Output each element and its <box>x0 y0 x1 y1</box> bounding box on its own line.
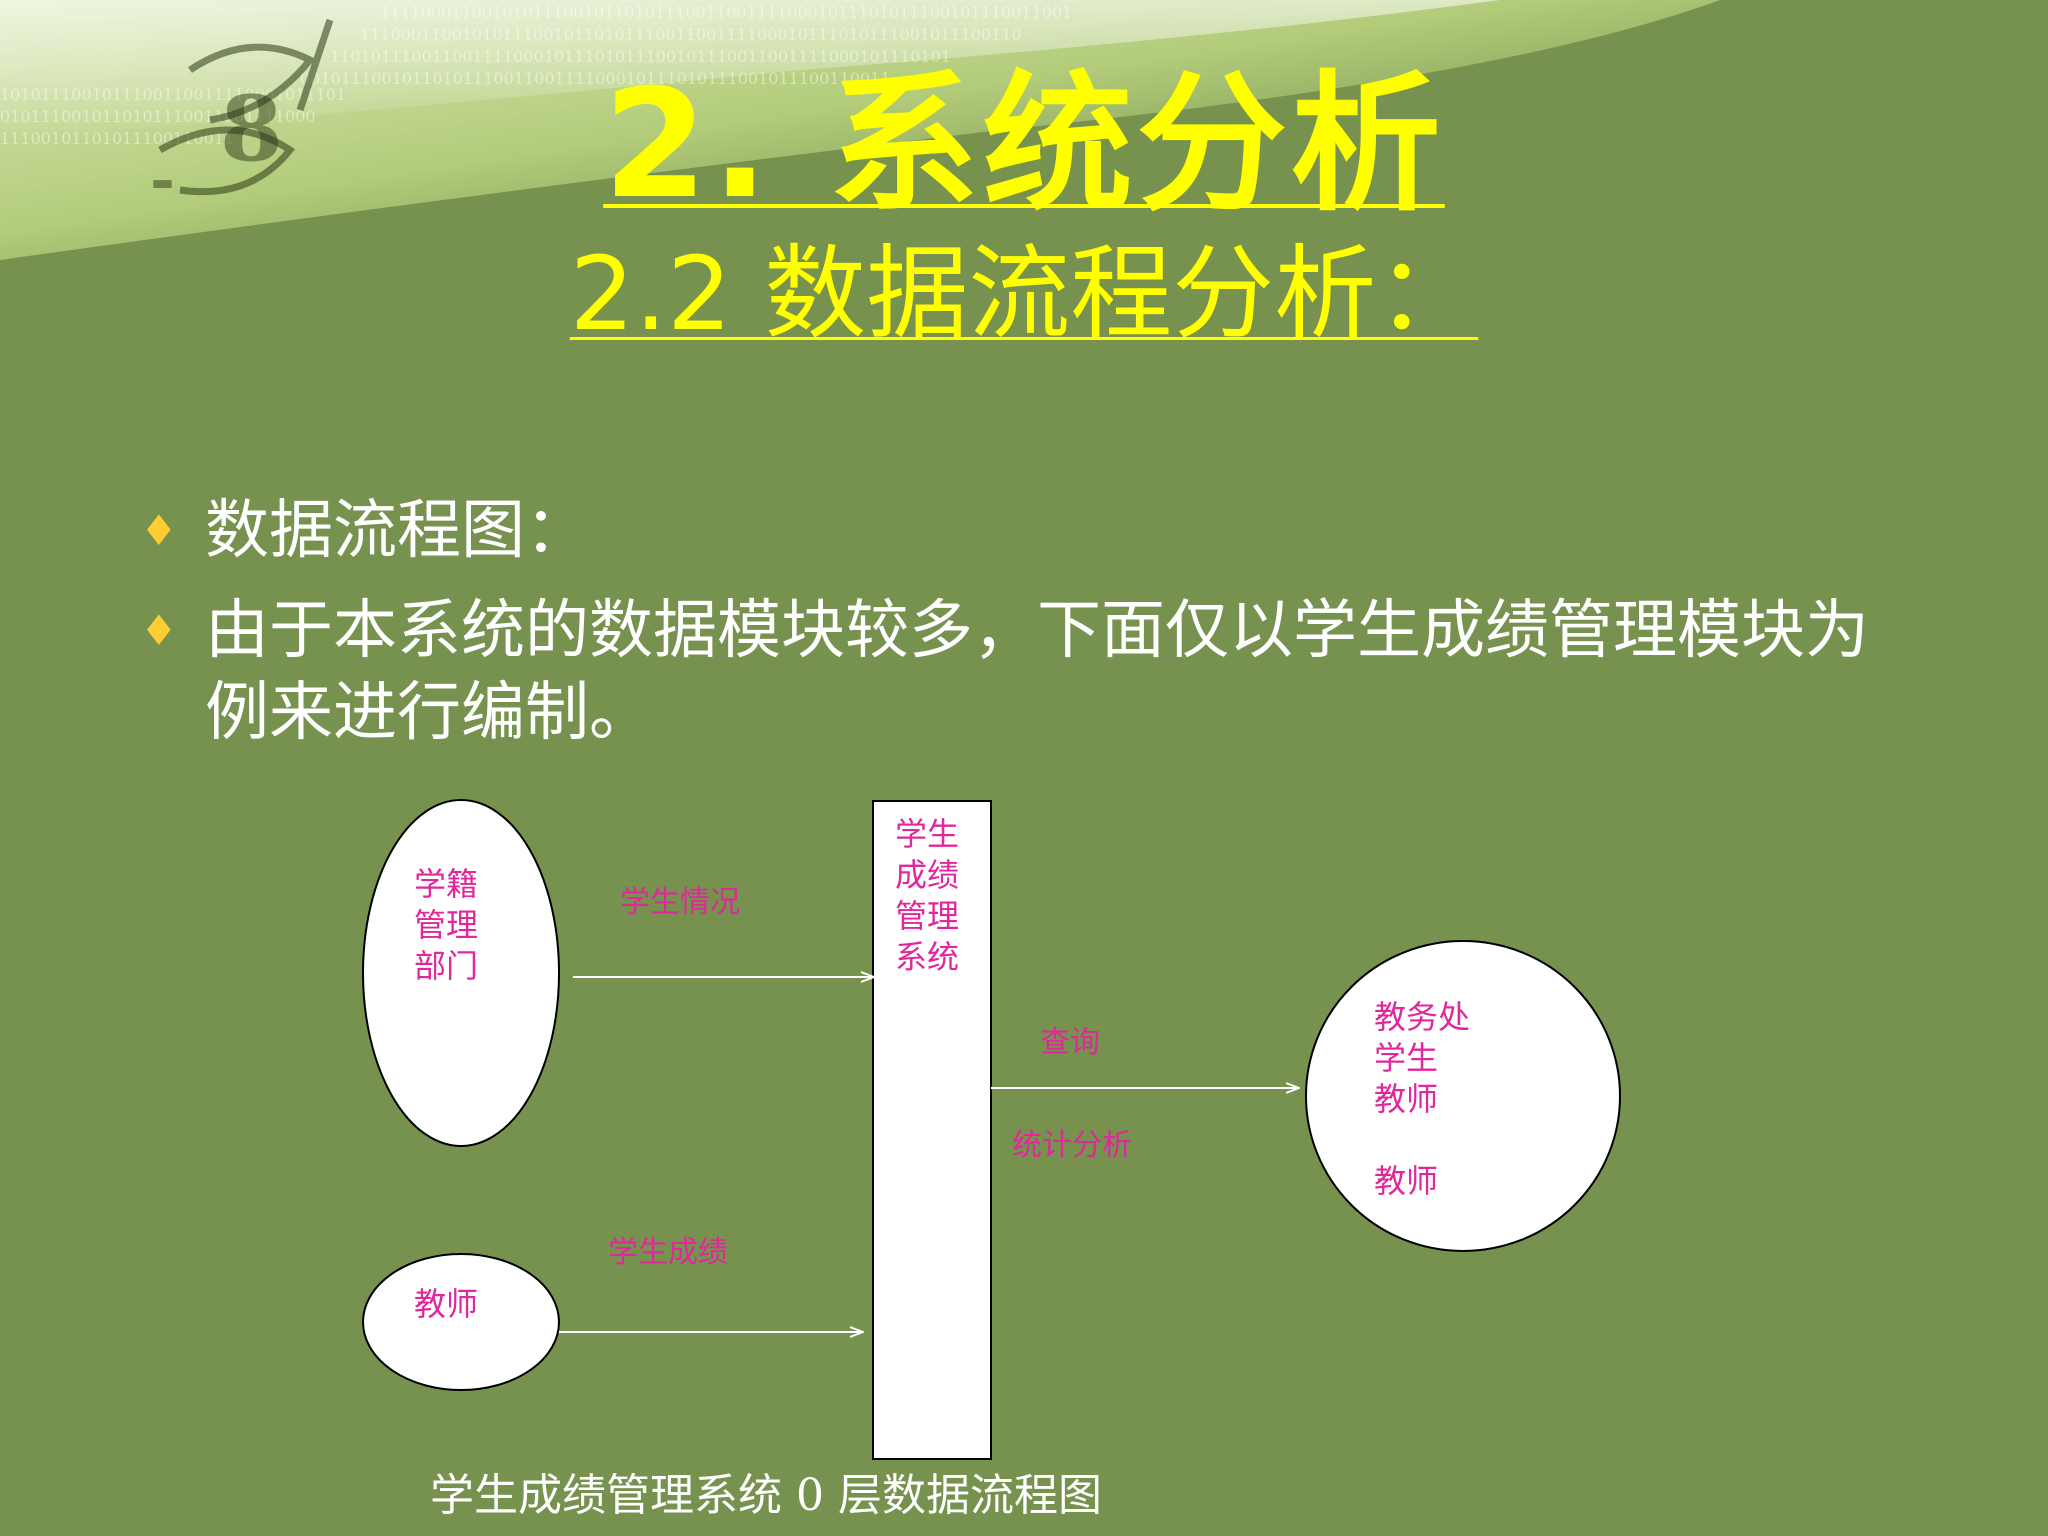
query-flow-label: 查询 <box>1040 1025 1100 1060</box>
teacher-label: 教师 <box>414 1285 478 1323</box>
diamond-bullet-icon: ♦ <box>140 606 178 655</box>
target-label-line: 学生 <box>1374 1039 1438 1077</box>
svg-text:111100011001010111001011010111: 1111000110010101110010110101110011001111… <box>380 3 1072 22</box>
svg-text:110101110011001111000101110101: 1101011100110011110001011101011100101110… <box>330 47 951 66</box>
diagram-caption: 学生成绩管理系统 0 层数据流程图 <box>430 1470 1102 1521</box>
registry-department-label: 学籍 管理 部门 <box>414 865 488 985</box>
svg-text:-: - <box>150 145 175 215</box>
diamond-bullet-icon: ♦ <box>140 506 178 555</box>
score-system-label: 学生 成绩 管理 系统 <box>895 815 969 976</box>
statistics-flow-label: 统计分析 <box>1012 1128 1132 1163</box>
teacher-node <box>362 1253 560 1391</box>
bullet-list: ♦ 数据流程图： ♦ 由于本系统的数据模块较多，下面仅以学生成绩管理模块为例来进… <box>130 490 1930 772</box>
academic-affairs-label: 教务处 学生 教师 教师 <box>1374 998 1480 1200</box>
data-flow-diagram: 学籍 管理 部门 教师 学生 成绩 管理 系统 教务处 学生 教师 教师 学生情… <box>362 799 1621 1521</box>
header-banner: 1111000110010101110010110101110011001111… <box>0 0 1720 260</box>
system-label-line: 系统 <box>895 938 959 976</box>
registry-label-line: 部门 <box>414 947 478 985</box>
student-info-flow-label: 学生情况 <box>620 885 740 920</box>
academic-affairs-node <box>1305 940 1621 1252</box>
system-label-line: 学生 <box>895 815 959 853</box>
bullet-text: 数据流程图： <box>205 494 589 568</box>
student-scores-flow-label: 学生成绩 <box>608 1235 728 1270</box>
registry-label-line: 学籍 <box>414 865 478 903</box>
page-title: 2. 系统分析 <box>603 58 1445 232</box>
registry-label-line: 管理 <box>414 906 478 944</box>
bullet-item: ♦ 由于本系统的数据模块较多，下面仅以学生成绩管理模块为例来进行编制。 <box>130 590 1930 754</box>
bullet-text: 由于本系统的数据模块较多，下面仅以学生成绩管理模块为例来进行编制。 <box>205 594 1869 750</box>
section-subtitle: 2.2 数据流程分析： <box>569 235 1479 354</box>
system-label-line: 管理 <box>895 897 959 935</box>
target-label-line: 教务处 <box>1374 998 1470 1036</box>
target-label-line: 教师 <box>1374 1162 1438 1200</box>
target-label-line: 教师 <box>1374 1080 1438 1118</box>
svg-text:001011100101101011100110011110: 0010111001011010111001100111100010111010… <box>300 69 890 88</box>
bullet-item: ♦ 数据流程图： <box>130 490 1930 572</box>
registry-department-node <box>362 799 560 1147</box>
svg-text:8: 8 <box>220 76 283 182</box>
score-system-node <box>872 800 992 1460</box>
system-label-line: 成绩 <box>895 856 959 894</box>
svg-text:111000110010101110010110101110: 1110001100101011100101101011100110011110… <box>360 25 1022 44</box>
